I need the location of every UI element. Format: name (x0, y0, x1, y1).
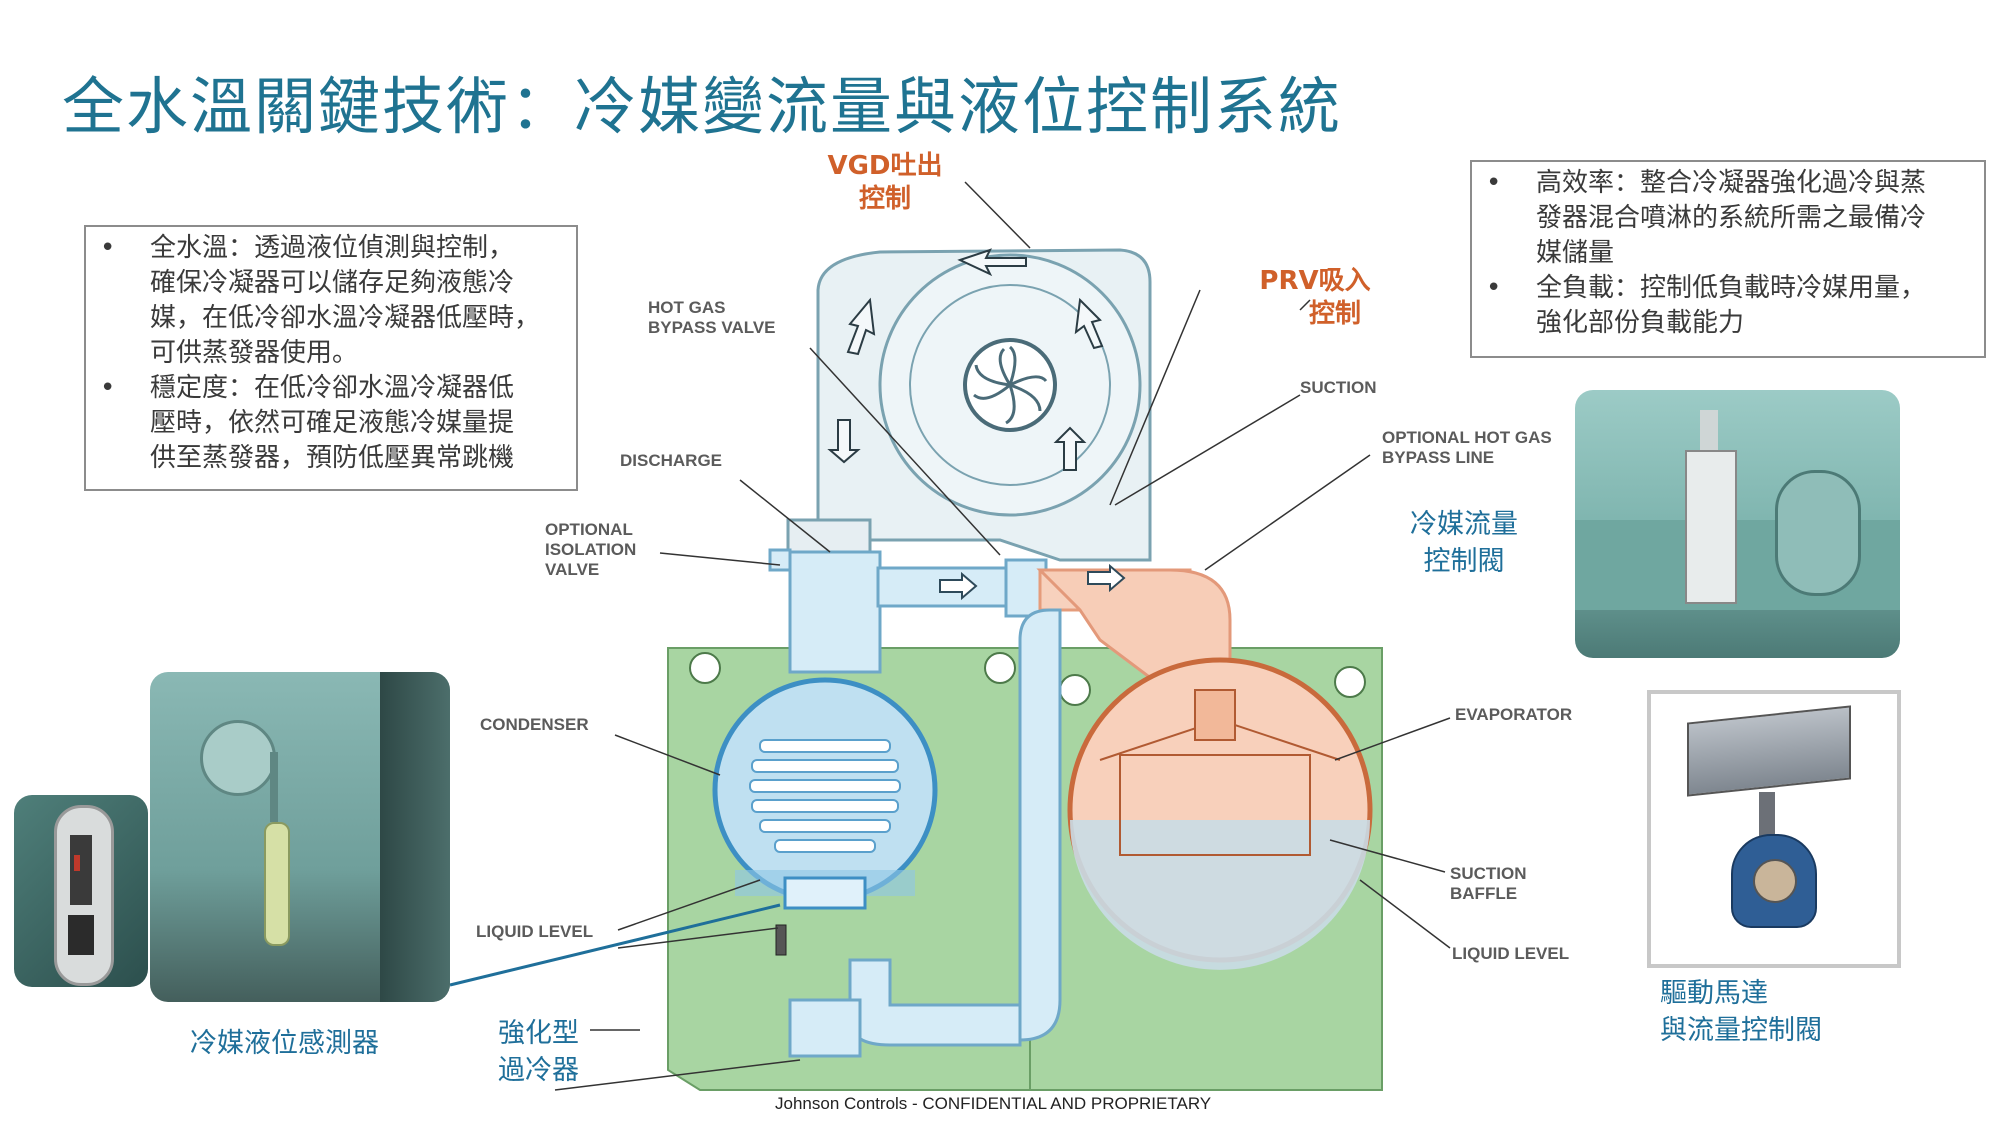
bullet-full-load: 全負載：控制低負載時冷媒用量， 強化部份負載能力 (1472, 271, 1984, 341)
label-suction-baffle: SUCTION BAFFLE (1450, 864, 1527, 903)
sensor-callout-line (449, 903, 781, 987)
label-liquid-level-condenser: LIQUID LEVEL (476, 922, 594, 941)
motor-valve-photo (1647, 690, 1901, 968)
mount-hole (1059, 674, 1091, 706)
discharge-flange (786, 518, 872, 558)
vgd-callout: VGD吐出 控制 (827, 151, 943, 214)
label-optional-isolation-valve: OPTIONAL ISOLATION VALVE (545, 520, 637, 579)
mount-hole (1334, 666, 1366, 698)
label-evaporator: EVAPORATOR (1455, 705, 1573, 724)
subcooler-box (783, 876, 867, 910)
prv-callout: PRV吸入 控制 (1259, 266, 1371, 329)
left-info-box: 全水溫：透過液位偵測與控制， 確保冷凝器可以儲存足夠液態冷 媒，在低冷卻水溫冷凝… (84, 225, 578, 491)
bullet-efficiency: 高效率：整合冷凝器強化過冷與蒸 發器混合噴淋的系統所需之最備冷 媒儲量 (1472, 166, 1984, 271)
sensor-installed-photo (150, 672, 450, 1002)
level-sensor-probe (775, 924, 787, 956)
flow-valve-callout: 冷媒流量 控制閥 (1410, 509, 1518, 577)
flow-valve-installed-photo (1575, 390, 1900, 658)
mount-hole (689, 652, 721, 684)
label-hot-gas-bypass-valve: HOT GAS BYPASS VALVE (648, 298, 776, 337)
label-condenser: CONDENSER (480, 715, 589, 734)
right-info-box: 高效率：整合冷凝器強化過冷與蒸 發器混合噴淋的系統所需之最備冷 媒儲量 全負載：… (1470, 160, 1986, 358)
level-sensor-callout: 冷媒液位感測器 (190, 1028, 379, 1059)
label-discharge: DISCHARGE (620, 451, 723, 470)
subcooler-callout: 強化型 過冷器 (498, 1018, 579, 1086)
sensor-internal-photo (14, 795, 148, 987)
label-suction: SUCTION (1300, 378, 1377, 397)
bullet-stability: 穩定度：在低冷卻水溫冷凝器低 壓時，依然可確足液態冷媒量提 供至蒸發器，預防低壓… (86, 371, 576, 476)
label-optional-hot-gas-bypass-line: OPTIONAL HOT GAS BYPASS LINE (1382, 428, 1552, 467)
label-liquid-level-evaporator: LIQUID LEVEL (1452, 944, 1570, 963)
liquid-line-pipe (1018, 608, 1062, 1042)
bullet-full-temp: 全水溫：透過液位偵測與控制， 確保冷凝器可以儲存足夠液態冷 媒，在低冷卻水溫冷凝… (86, 231, 576, 371)
motor-valve-callout: 驅動馬達 與流量控制閥 (1660, 978, 1822, 1046)
page-title: 全水溫關鍵技術：冷媒變流量與液位控制系統 (62, 70, 1343, 143)
mount-hole (984, 652, 1016, 684)
footer-confidential: Johnson Controls - CONFIDENTIAL AND PROP… (775, 1094, 1212, 1113)
